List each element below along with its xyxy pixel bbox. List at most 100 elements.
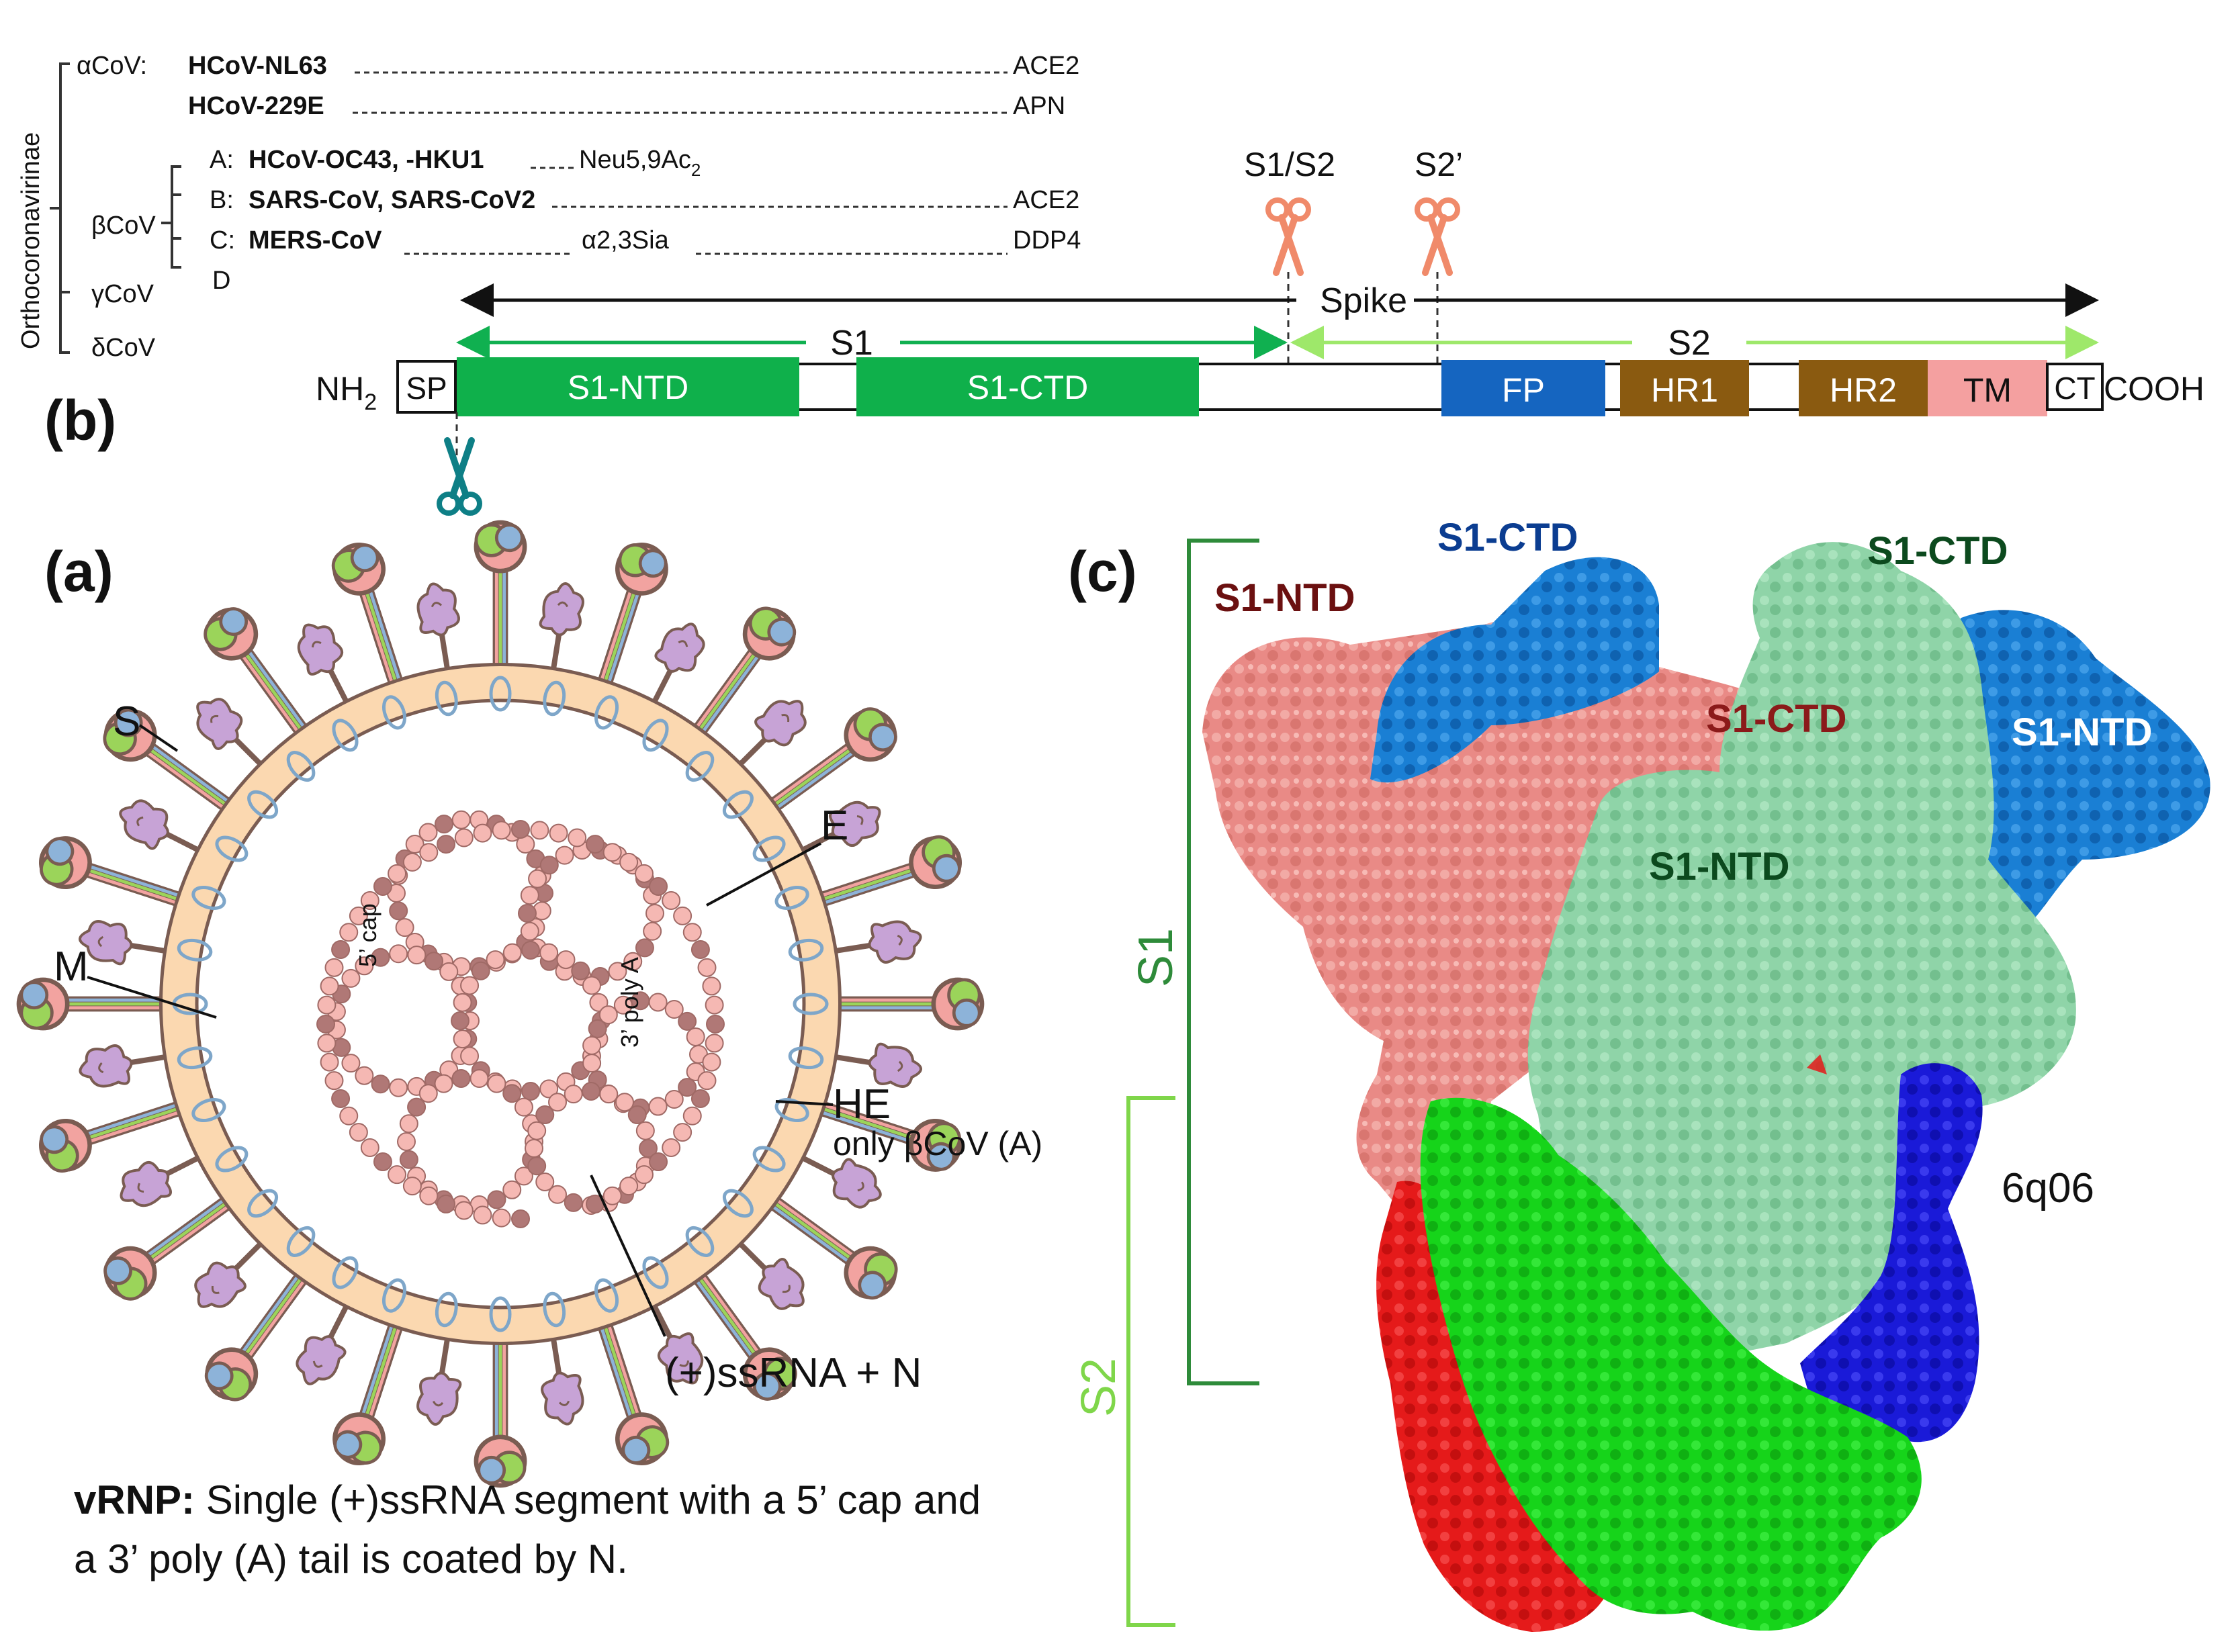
- nucleocapsid-bead: [608, 962, 627, 981]
- domain-sp: [396, 360, 457, 414]
- receptor-neu5: Neu5,9Ac2: [579, 146, 701, 180]
- nucleocapsid-bead: [371, 1074, 390, 1094]
- nucleocapsid-bead: [619, 1177, 639, 1196]
- lineage-b-prefix: B:: [210, 186, 234, 214]
- nucleocapsid-bead: [582, 1054, 602, 1073]
- nucleocapsid-bead: [528, 869, 547, 888]
- nucleocapsid-bead: [388, 1165, 407, 1185]
- nucleocapsid-bead: [662, 1138, 681, 1157]
- strain-229e: HCoV-229E: [188, 92, 324, 120]
- membrane-protein-icon: [247, 790, 279, 819]
- nucleocapsid-bead: [535, 1105, 555, 1125]
- receptor-apn: APN: [1013, 92, 1065, 120]
- cleavage-s1s2-label: S1/S2: [1244, 146, 1335, 183]
- domain-hr2: [1799, 360, 1928, 416]
- nucleocapsid-bead: [673, 1123, 692, 1142]
- membrane-protein-icon: [286, 1226, 316, 1257]
- nucleocapsid-bead: [360, 1138, 379, 1157]
- nucleocapsid-bead: [649, 1152, 668, 1172]
- nucleocapsid-bead: [418, 1084, 438, 1103]
- rna-nucleocapsid: [316, 810, 725, 1228]
- virion-diagram: S E M HE only βCoV (A) (+)ssRNA + N 5’ c…: [19, 522, 1042, 1485]
- nucleocapsid-bead: [316, 1015, 335, 1034]
- nucleocapsid-bead: [451, 1068, 471, 1088]
- nucleocapsid-bead: [339, 923, 359, 942]
- scissors-icon: [1268, 200, 1308, 273]
- nucleocapsid-bead: [634, 864, 654, 883]
- nucleocapsid-bead: [598, 1005, 618, 1025]
- spike-structure: S1-CTD S1-CTD S1-NTD S1-CTD S1-NTD S1-NT…: [1072, 516, 2210, 1632]
- nucleocapsid-bead: [389, 901, 408, 921]
- nucleocapsid-bead: [460, 976, 480, 995]
- nucleocapsid-bead: [690, 1089, 710, 1108]
- nucleocapsid-bead: [627, 1105, 647, 1125]
- nucleocapsid-bead: [324, 1071, 344, 1091]
- nucleocapsid-bead: [402, 852, 422, 872]
- nucleocapsid-bead: [341, 968, 361, 988]
- nucleocapsid-bead: [521, 1082, 540, 1101]
- nucleocapsid-bead: [407, 946, 427, 965]
- nucleocapsid-bead: [648, 993, 668, 1012]
- envelope: [159, 663, 842, 1345]
- nucleocapsid-bead: [602, 1186, 622, 1205]
- membrane-protein-icon: [191, 1098, 226, 1123]
- domain-sp-label: SP: [406, 371, 447, 406]
- structure-label-s1-ctd-red: S1-CTD: [1706, 697, 1846, 741]
- nucleocapsid-bead: [678, 1078, 697, 1097]
- membrane-protein-icon: [489, 676, 512, 712]
- nucleocapsid-bead: [588, 1019, 607, 1038]
- nucleocapsid-bead: [473, 1205, 492, 1225]
- nucleocapsid-bead: [568, 828, 587, 847]
- receptor-ddp4: DDP4: [1013, 226, 1081, 255]
- nucleocapsid-bead: [564, 1193, 583, 1212]
- nucleocapsid-bead: [548, 1093, 568, 1112]
- nucleocapsid-bead: [373, 876, 392, 896]
- membrane-protein-icon: [774, 885, 809, 910]
- nucleocapsid-bead: [434, 1074, 453, 1093]
- nucleocapsid-bead: [437, 1194, 456, 1213]
- nucleocapsid-bead: [686, 1027, 705, 1047]
- nucleocapsid-bead: [486, 950, 505, 970]
- nucleocapsid-bead: [648, 1097, 668, 1116]
- nucleocapsid-bead: [454, 828, 474, 847]
- membrane-protein-icon: [543, 1291, 566, 1328]
- nucleocapsid-bead: [399, 1114, 418, 1134]
- nucleocapsid-bead: [539, 856, 559, 875]
- nucleocapsid-bead: [645, 904, 664, 923]
- domain-hr2-label: HR2: [1830, 371, 1897, 409]
- family-label: Orthocoronavirinae: [17, 132, 45, 349]
- nucleocapsid-bead: [389, 944, 408, 964]
- nucleocapsid-bead: [502, 1180, 522, 1199]
- nucleocapsid-bead: [389, 1078, 408, 1097]
- nucleocapsid-bead: [662, 891, 681, 911]
- nucleocapsid-bead: [520, 886, 539, 905]
- nucleocapsid-bead: [702, 976, 721, 996]
- domain-tm: [1928, 360, 2047, 416]
- nucleocapsid-bead: [331, 940, 351, 960]
- nucleocapsid-bead: [453, 1029, 472, 1049]
- lineage-d: D: [212, 267, 230, 295]
- membrane-protein-icon: [685, 751, 715, 782]
- chain-blue: [1800, 1063, 1983, 1442]
- lineage-b-name: SARS-CoV, SARS-CoV2: [249, 186, 535, 214]
- nucleocapsid-bead: [434, 815, 453, 834]
- n-terminus-label: NH2: [316, 370, 377, 415]
- nucleocapsid-bead: [548, 1185, 568, 1204]
- nucleocapsid-bead: [437, 835, 456, 854]
- nucleocapsid-bead: [451, 1011, 469, 1030]
- label-he: HE: [833, 1081, 891, 1128]
- domain-fp: [1441, 360, 1605, 416]
- nucleocapsid-bead: [439, 962, 459, 981]
- nucleocapsid-bead: [511, 820, 530, 839]
- nucleocapsid-bead: [664, 1089, 684, 1109]
- panel-label-b: (b): [44, 389, 116, 452]
- nucleocapsid-bead: [702, 1052, 721, 1072]
- nucleocapsid-bead: [564, 1085, 583, 1104]
- bracket-s1-label: S1: [1129, 928, 1183, 987]
- nucleocapsid-bead: [527, 1156, 547, 1176]
- nucleocapsid-bead: [521, 941, 540, 960]
- s1-region-label: S1: [830, 324, 873, 363]
- nucleocapsid-bead: [602, 843, 622, 862]
- nucleocapsid-bead: [556, 950, 576, 970]
- nucleocapsid-bead: [599, 1085, 619, 1104]
